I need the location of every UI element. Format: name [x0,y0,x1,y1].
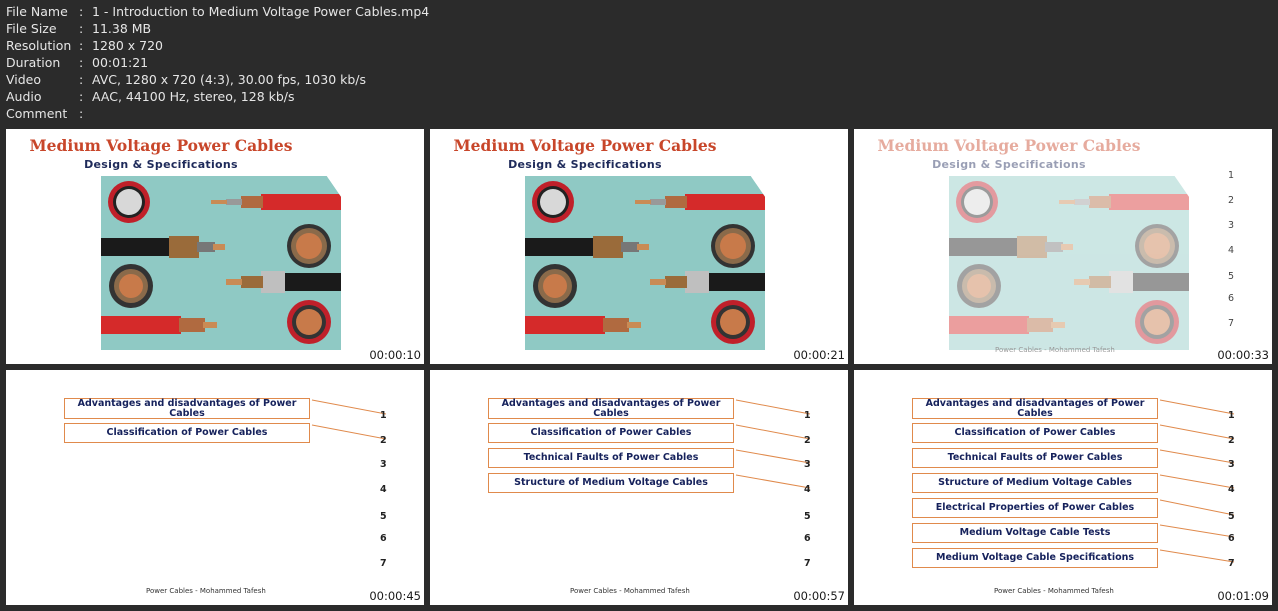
agenda-number: 2 [1228,435,1235,446]
agenda-number: 3 [380,459,387,470]
agenda-number: 3 [1228,459,1235,470]
timestamp: 00:01:09 [1217,589,1269,603]
agenda-box: Classification of Power Cables [912,423,1158,443]
slide-title: Medium Voltage Power Cables [29,136,293,155]
agenda-number: 5 [1228,271,1235,282]
agenda-number: 2 [380,435,387,446]
info-key: Audio [6,89,42,104]
agenda-box: Electrical Properties of Power Cables [912,498,1158,518]
cable-photo [101,176,341,350]
thumbnail-6[interactable]: Advantages and disadvantages of Power Ca… [854,370,1272,605]
info-value: 11.38 MB [92,21,152,36]
agenda-number: 3 [1228,220,1235,231]
agenda-box: Advantages and disadvantages of Power Ca… [64,398,310,419]
agenda-box: Classification of Power Cables [64,423,310,443]
slide-footer: Power Cables - Mohammed Tafesh [995,346,1115,354]
agenda-number: 1 [380,410,387,421]
agenda-number: 4 [380,484,387,495]
info-key: Video [6,72,42,87]
slide-footer: Power Cables - Mohammed Tafesh [570,587,690,595]
info-separator: : [79,106,84,121]
info-value: 1 - Introduction to Medium Voltage Power… [92,4,430,19]
agenda-number: 4 [1228,484,1235,495]
agenda-number: 6 [804,533,811,544]
info-value: 1280 x 720 [92,38,164,53]
info-key: Duration [6,55,61,70]
agenda-number: 1 [804,410,811,421]
agenda-box: Structure of Medium Voltage Cables [912,473,1158,493]
info-separator: : [79,89,84,104]
info-value: AVC, 1280 x 720 (4:3), 30.00 fps, 1030 k… [92,72,367,87]
info-key: File Name [6,4,68,19]
info-separator: : [79,21,84,36]
info-row-video: Video : AVC, 1280 x 720 (4:3), 30.00 fps… [6,71,429,88]
info-separator: : [79,4,84,19]
info-row-filesize: File Size : 11.38 MB [6,20,429,37]
thumbnail-3[interactable]: Medium Voltage Power Cables Design & Spe… [854,129,1272,364]
thumbnail-1[interactable]: Medium Voltage Power Cables Design & Spe… [6,129,424,364]
thumbnail-4[interactable]: Advantages and disadvantages of Power Ca… [6,370,424,605]
agenda-number: 4 [1228,245,1235,256]
info-row-resolution: Resolution : 1280 x 720 [6,37,429,54]
agenda-number: 7 [380,558,387,569]
thumbnail-2[interactable]: Medium Voltage Power Cables Design & Spe… [430,129,848,364]
agenda-number: 2 [1228,195,1235,206]
info-key: Resolution [6,38,72,53]
info-separator: : [79,72,84,87]
agenda-number: 5 [1228,511,1235,522]
slide-footer: Power Cables - Mohammed Tafesh [994,587,1114,595]
agenda-number: 1 [1228,410,1235,421]
cable-photo [525,176,765,350]
agenda-box: Technical Faults of Power Cables [912,448,1158,468]
slide-title: Medium Voltage Power Cables [877,136,1141,155]
agenda-number: 2 [804,435,811,446]
info-row-filename: File Name : 1 - Introduction to Medium V… [6,3,429,20]
timestamp: 00:00:45 [369,589,421,603]
slide-footer: Power Cables - Mohammed Tafesh [146,587,266,595]
timestamp: 00:00:57 [793,589,845,603]
agenda-box: Structure of Medium Voltage Cables [488,473,734,493]
agenda-number: 1 [1228,170,1235,181]
agenda-box: Advantages and disadvantages of Power Ca… [488,398,734,419]
agenda-number: 7 [1228,318,1235,329]
connector-lines [1159,399,1235,563]
agenda-number: 6 [380,533,387,544]
info-row-comment: Comment : [6,105,429,122]
info-separator: : [79,55,84,70]
connector-lines [735,399,811,489]
timestamp: 00:00:21 [793,348,845,362]
slide-subtitle: Design & Specifications [932,158,1086,171]
connector-lines [311,399,387,440]
info-value: 00:01:21 [92,55,149,70]
agenda-number: 3 [804,459,811,470]
info-row-duration: Duration : 00:01:21 [6,54,429,71]
agenda-box: Classification of Power Cables [488,423,734,443]
agenda-box: Medium Voltage Cable Tests [912,523,1158,543]
info-value: AAC, 44100 Hz, stereo, 128 kb/s [92,89,295,104]
thumbnail-5[interactable]: Advantages and disadvantages of Power Ca… [430,370,848,605]
agenda-box: Advantages and disadvantages of Power Ca… [912,398,1158,419]
agenda-number: 7 [1228,558,1235,569]
agenda-number: 6 [1228,533,1235,544]
agenda-box: Medium Voltage Cable Specifications [912,548,1158,568]
agenda-number: 5 [380,511,387,522]
info-row-audio: Audio : AAC, 44100 Hz, stereo, 128 kb/s [6,88,429,105]
slide-title: Medium Voltage Power Cables [453,136,717,155]
timestamp: 00:00:10 [369,348,421,362]
info-separator: : [79,38,84,53]
file-info-panel: File Name : 1 - Introduction to Medium V… [6,3,429,122]
agenda-number: 6 [1228,293,1235,304]
agenda-number: 4 [804,484,811,495]
slide-subtitle: Design & Specifications [508,158,662,171]
info-key: File Size [6,21,57,36]
cable-photo [949,176,1189,350]
info-key: Comment [6,106,68,121]
agenda-number: 5 [804,511,811,522]
agenda-box: Technical Faults of Power Cables [488,448,734,468]
timestamp: 00:00:33 [1217,348,1269,362]
agenda-number: 7 [804,558,811,569]
slide-subtitle: Design & Specifications [84,158,238,171]
